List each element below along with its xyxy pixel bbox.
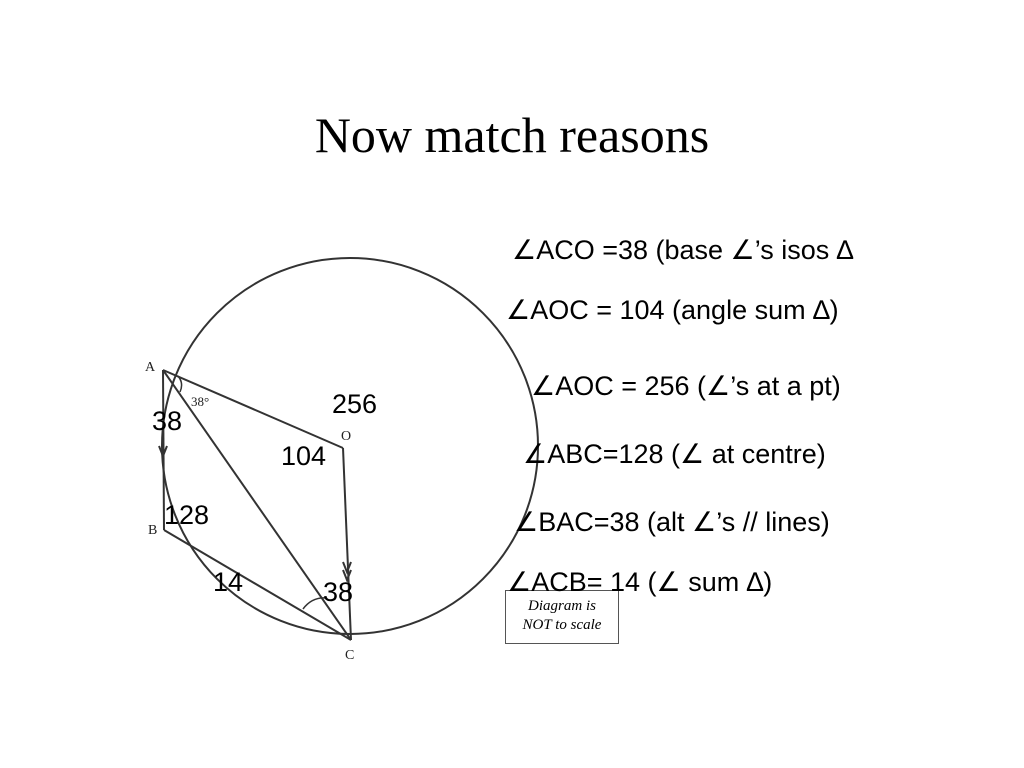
point-label-b: B bbox=[148, 523, 157, 538]
value-38-bottom: 38 bbox=[323, 577, 353, 607]
point-label-a: A bbox=[145, 360, 156, 375]
parallel-arrow-oc-1 bbox=[342, 561, 352, 575]
segment-ab bbox=[162, 369, 165, 531]
parallel-arrow-oc-2 bbox=[342, 569, 352, 583]
reason-1: ∠ACO =38 (base ∠’s isos ∆ bbox=[512, 235, 854, 265]
point-label-o: O bbox=[341, 429, 351, 444]
value-128: 128 bbox=[164, 500, 209, 530]
note-line-1: Diagram is bbox=[528, 598, 596, 614]
not-to-scale-note: Diagram is NOT to scale bbox=[505, 590, 619, 644]
segment-bc bbox=[163, 529, 352, 641]
segment-oc bbox=[342, 447, 352, 641]
slide-title: Now match reasons bbox=[314, 107, 710, 163]
value-104: 104 bbox=[281, 441, 326, 471]
value-256: 256 bbox=[332, 389, 377, 419]
reason-2: ∠AOC = 104 (angle sum ∆) bbox=[506, 295, 839, 325]
segment-ao bbox=[162, 369, 344, 449]
value-14: 14 bbox=[213, 567, 243, 597]
parallel-arrow-ab bbox=[158, 445, 168, 459]
value-38-top: 38 bbox=[152, 406, 182, 436]
angle-arc-c bbox=[302, 597, 327, 610]
note-line-2: NOT to scale bbox=[522, 617, 602, 633]
segment-ac bbox=[162, 369, 352, 641]
angle-arc-a bbox=[177, 375, 183, 393]
reason-6: ∠ACB= 14 (∠ sum ∆) bbox=[507, 567, 773, 597]
reason-4: ∠ABC=128 (∠ at centre) bbox=[523, 439, 826, 469]
reason-5: ∠BAC=38 (alt ∠’s // lines) bbox=[514, 507, 830, 537]
given-angle-label: 38° bbox=[191, 394, 209, 409]
point-label-c: C bbox=[345, 648, 354, 663]
reason-3: ∠AOC = 256 (∠’s at a pt) bbox=[531, 371, 841, 401]
